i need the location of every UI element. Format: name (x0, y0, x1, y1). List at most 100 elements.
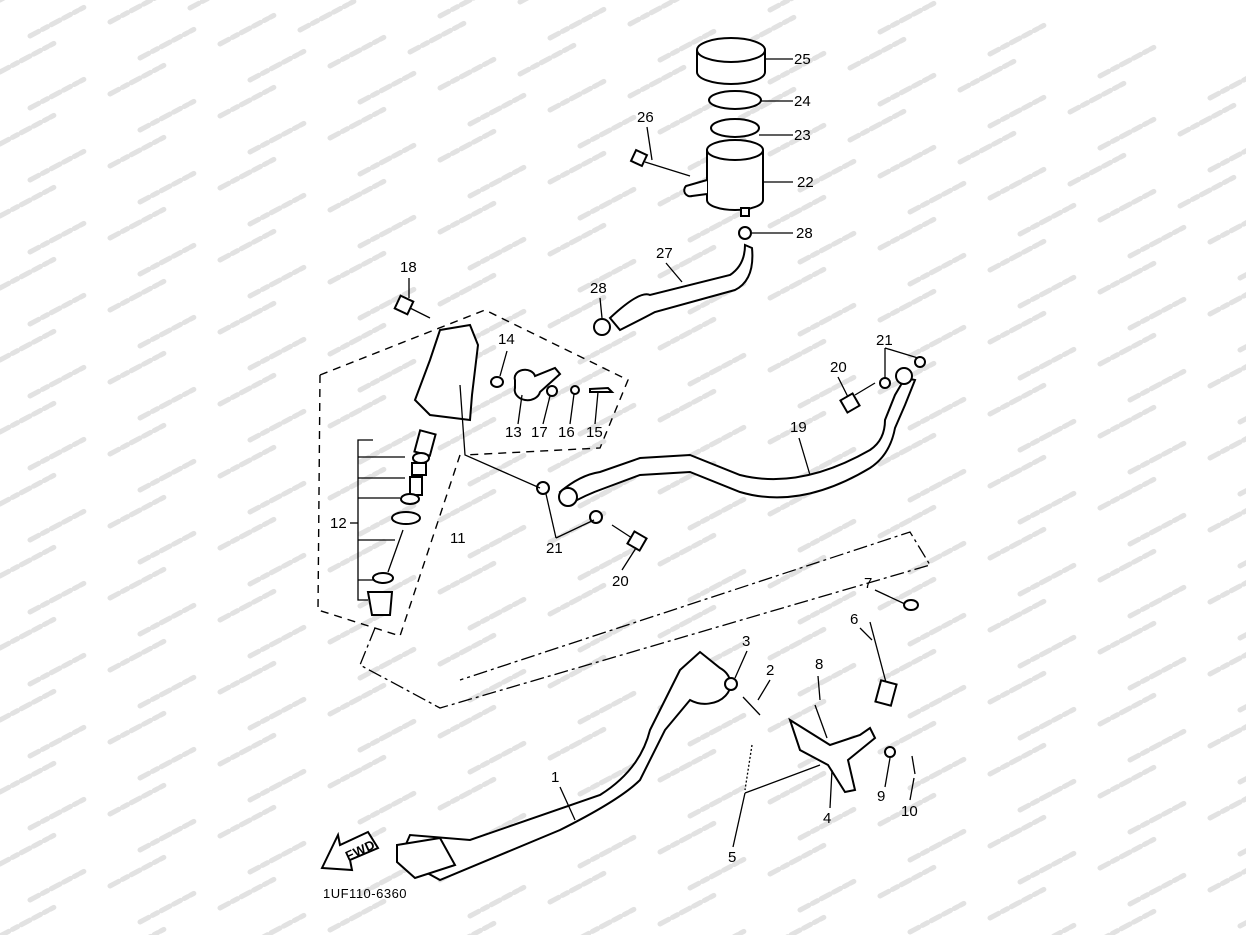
reservoir-tank-part (683, 139, 764, 217)
pedal-pad (396, 836, 457, 880)
watermark-mark (437, 484, 505, 523)
watermark-mark (217, 152, 285, 191)
watermark-mark (357, 714, 425, 753)
union-bolt-20-lower-part (611, 524, 648, 552)
watermark-mark (657, 816, 725, 855)
watermark-mark (767, 190, 835, 229)
watermark-mark (657, 240, 725, 279)
watermark-mark (1017, 342, 1085, 381)
watermark-mark (547, 218, 615, 257)
watermark-mark (187, 0, 255, 11)
watermark-mark (547, 434, 615, 473)
watermark-mark (27, 504, 95, 543)
watermark-mark (1067, 76, 1135, 115)
watermark-mark (907, 536, 975, 575)
watermark-mark (437, 916, 505, 935)
watermark-mark (907, 176, 975, 215)
watermark-mark (1237, 530, 1246, 569)
watermark-mark (797, 586, 865, 625)
watermark-mark (327, 750, 395, 789)
watermark-mark (137, 670, 205, 709)
watermark-mark (1207, 422, 1246, 461)
watermark-mark (217, 224, 285, 263)
watermark-mark (1237, 818, 1246, 857)
watermark-mark (797, 298, 865, 337)
watermark-mark (877, 500, 945, 539)
watermark-mark (577, 614, 645, 653)
watermark-mark (547, 578, 615, 617)
watermark-mark (467, 232, 535, 271)
watermark-mark (137, 454, 205, 493)
watermark-mark (437, 52, 505, 91)
watermark-mark (907, 392, 975, 431)
callout-8: 8 (815, 656, 823, 673)
watermark-mark (547, 2, 615, 41)
watermark-mark (987, 882, 1055, 921)
watermark-mark (357, 786, 425, 825)
watermark-mark (1067, 148, 1135, 187)
watermark-mark (907, 752, 975, 791)
union-bolt-20-upper-part (839, 382, 876, 414)
watermark-mark (107, 778, 175, 817)
watermark-mark (1127, 364, 1195, 403)
watermark-mark (907, 608, 975, 647)
watermark-mark (687, 708, 755, 747)
watermark-mark (357, 498, 425, 537)
brake-rod-6-part (869, 621, 898, 707)
watermark-mark (1097, 544, 1165, 583)
watermark-mark (1097, 328, 1165, 367)
watermark-mark (27, 864, 95, 903)
watermark-mark (987, 810, 1055, 849)
watermark-mark (687, 492, 755, 531)
watermark-mark (877, 140, 945, 179)
watermark-mark (657, 888, 725, 927)
watermark-mark (107, 418, 175, 457)
callout-6: 6 (850, 611, 858, 628)
watermark-mark (577, 254, 645, 293)
watermark-mark (327, 534, 395, 573)
watermark-mark (137, 742, 205, 781)
watermark-mark (27, 720, 95, 759)
watermark-mark (217, 800, 285, 839)
watermark-mark (1017, 630, 1085, 669)
callout-18: 18 (400, 259, 417, 276)
watermark-mark (877, 860, 945, 899)
watermark-mark (467, 880, 535, 919)
watermark-mark (517, 0, 585, 5)
watermark-mark (877, 428, 945, 467)
hose-banjo-lower-part (558, 487, 578, 507)
watermark-mark (247, 620, 315, 659)
watermark-mark (1127, 724, 1195, 763)
watermark-mark (217, 296, 285, 335)
watermark-mark (1127, 580, 1195, 619)
watermark-mark (27, 648, 95, 687)
watermark-mark (877, 788, 945, 827)
watermark-mark (27, 0, 95, 39)
watermark-mark (247, 836, 315, 875)
gasket-21-upper-b-part (914, 356, 926, 368)
watermark-mark (1097, 40, 1165, 79)
callout-5: 5 (728, 849, 736, 866)
watermark-mark (0, 252, 65, 291)
watermark-mark (847, 32, 915, 71)
callout-28-upper: 28 (796, 225, 813, 242)
cotter-pin-10-part (911, 755, 916, 775)
watermark-mark (247, 908, 315, 935)
watermark-mark (467, 664, 535, 703)
watermark-mark (877, 644, 945, 683)
callout-20-lower: 20 (612, 573, 629, 590)
watermark-mark (1017, 702, 1085, 741)
watermark-mark (467, 592, 535, 631)
watermark-mark (327, 102, 395, 141)
watermark-mark (907, 680, 975, 719)
watermark-mark (657, 600, 725, 639)
watermark-mark (767, 118, 835, 157)
watermark-mark (467, 160, 535, 199)
watermark-mark (547, 650, 615, 689)
nut-16-part (570, 385, 580, 395)
bolt-18-part (393, 294, 431, 319)
watermark-mark (767, 0, 835, 13)
watermark-mark (357, 282, 425, 321)
